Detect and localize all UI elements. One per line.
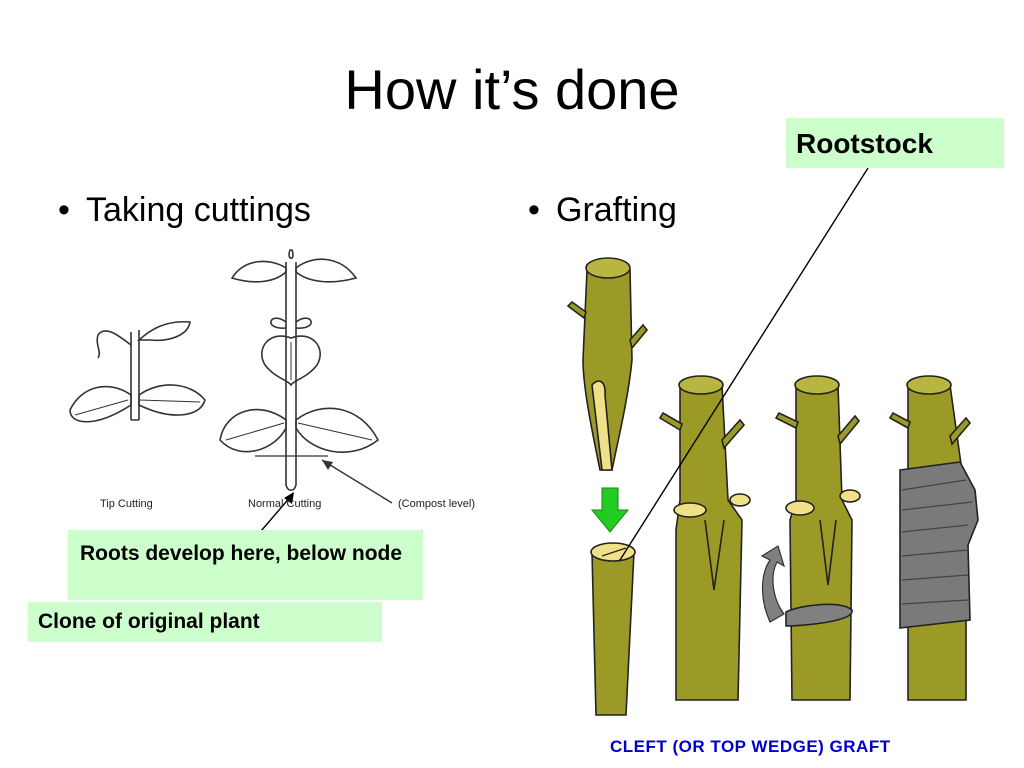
rootstock-callout: Rootstock [786, 118, 1004, 168]
compost-level-label: (Compost level) [398, 498, 476, 510]
bullet-marker: • [528, 191, 540, 229]
normal-cutting-drawing [219, 249, 380, 492]
compost-pointer [321, 459, 393, 504]
normal-cutting-label: Normal Cutting [248, 498, 322, 510]
bullet-taking-cuttings: • Taking cuttings [58, 193, 311, 227]
graft-stage-2 [658, 375, 751, 701]
bullet-text: Grafting [556, 191, 677, 229]
slide-title: How it’s done [344, 58, 680, 121]
scion-drawing [566, 257, 649, 471]
roots-pointer-head [284, 492, 294, 504]
clone-callout: Clone of original plant [28, 602, 382, 642]
curved-arrow-icon [760, 545, 786, 623]
tip-cutting-label: Tip Cutting [100, 498, 153, 510]
bullet-grafting: • Grafting [528, 193, 677, 227]
bullet-text: Taking cuttings [86, 191, 311, 229]
tip-cutting-drawing [69, 320, 206, 423]
rootstock-pointer [619, 167, 869, 561]
graft-stage-3 [774, 375, 861, 701]
rootstock-drawing [590, 542, 636, 716]
roots-callout: Roots develop here, below node [68, 530, 423, 600]
down-arrow-icon [590, 487, 630, 533]
graft-stage-4-taped [888, 375, 979, 701]
compost-pointer-head [322, 460, 333, 470]
graft-caption: CLEFT (OR TOP WEDGE) GRAFT [610, 737, 891, 756]
bullet-marker: • [58, 191, 70, 229]
